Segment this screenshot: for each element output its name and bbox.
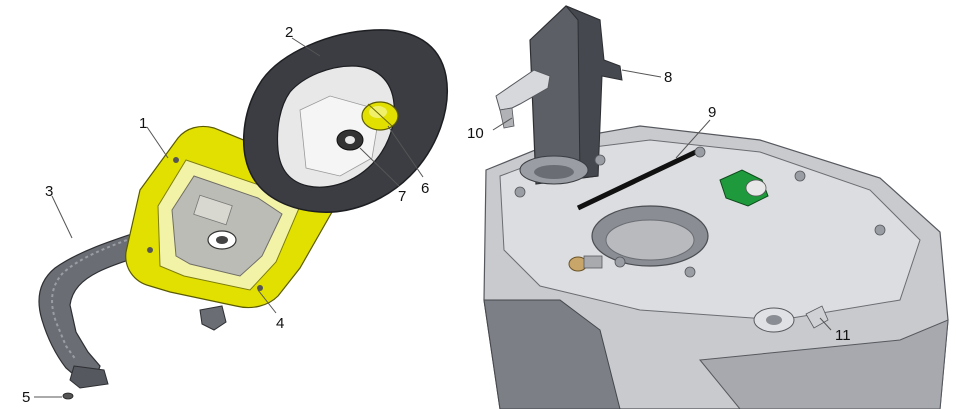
callout-4: 4 <box>276 315 284 332</box>
filter-strip <box>576 147 702 211</box>
yellow-knob <box>361 101 399 131</box>
callout-3: 3 <box>45 183 53 200</box>
leader-lines <box>34 37 832 398</box>
screw <box>62 392 74 400</box>
callout-2: 2 <box>285 24 293 41</box>
brass-fitting <box>568 255 603 272</box>
callout-5: 5 <box>22 389 30 406</box>
callout-9: 9 <box>708 104 716 121</box>
grip-handle <box>243 29 448 213</box>
pipe-fitting <box>753 305 829 333</box>
callout-8: 8 <box>664 69 672 86</box>
dark-chute <box>519 5 623 185</box>
bolt-bosses <box>514 146 886 278</box>
callout-6: 6 <box>421 180 429 197</box>
callout-11: 11 <box>835 327 851 344</box>
callout-1: 1 <box>139 115 147 132</box>
machine-body-view <box>483 5 949 409</box>
handle-assembly-view <box>38 29 448 400</box>
lower-handle-bar <box>38 227 153 389</box>
callout-labels: 1 2 3 4 5 6 7 8 9 10 11 <box>22 24 851 406</box>
green-valve <box>719 169 769 207</box>
callout-10: 10 <box>467 125 484 142</box>
callout-7: 7 <box>398 188 406 205</box>
housing-foot <box>199 305 227 331</box>
